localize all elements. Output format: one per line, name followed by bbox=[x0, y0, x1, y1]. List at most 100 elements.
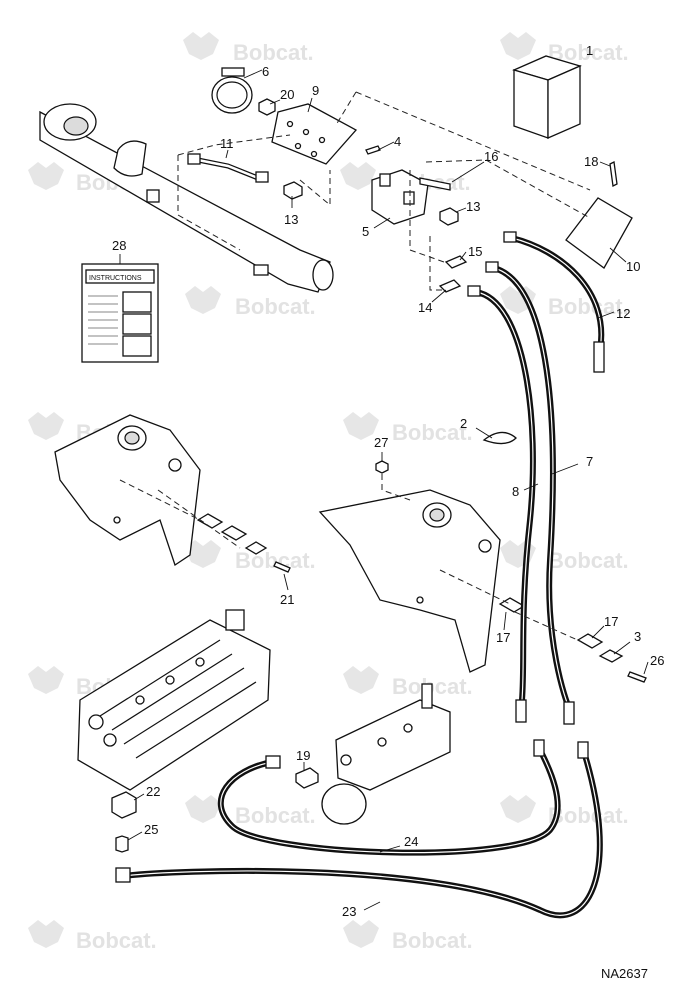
watermark-text: Bobcat. bbox=[235, 548, 316, 573]
cylinder-rod-eye bbox=[312, 259, 334, 291]
dashed-line bbox=[157, 489, 241, 549]
plate-hole bbox=[318, 136, 326, 144]
watermark-text: Bobcat. bbox=[235, 294, 316, 319]
callout-11: 11 bbox=[220, 136, 234, 151]
callout-19: 19 bbox=[296, 748, 310, 763]
leader-11 bbox=[225, 149, 229, 159]
watermark-text: Bobcat. bbox=[548, 294, 629, 319]
valve-port bbox=[88, 714, 104, 730]
watermark-text: Bobcat. bbox=[392, 420, 473, 445]
hose-guard-part-10 bbox=[565, 197, 633, 269]
leader-14 bbox=[431, 289, 447, 303]
leader-3 bbox=[613, 641, 631, 655]
watermark-text: Bobcat. bbox=[548, 548, 629, 573]
valve-port bbox=[165, 675, 175, 685]
hose-end-fitting bbox=[515, 699, 527, 723]
fitting-part-14 bbox=[438, 279, 462, 293]
leader-26 bbox=[643, 661, 649, 675]
dashed-line bbox=[381, 474, 411, 501]
leader-16 bbox=[451, 161, 485, 183]
bobcat-head-logo-icon bbox=[343, 666, 379, 694]
watermark-text: Bobcat. bbox=[392, 928, 473, 953]
nut-part-27 bbox=[375, 460, 389, 474]
bracket-hole-small bbox=[113, 516, 121, 524]
kit-box-part-1 bbox=[512, 55, 582, 139]
clamp-plate bbox=[220, 525, 248, 541]
cable-tie-part-2 bbox=[482, 431, 517, 445]
leader-8 bbox=[523, 483, 539, 491]
callout-9: 9 bbox=[312, 83, 319, 98]
bobcat-head-logo-icon bbox=[28, 162, 64, 190]
boom-cylinder bbox=[39, 103, 334, 293]
manual-header bbox=[85, 269, 155, 284]
mounting-plate-part-9 bbox=[271, 103, 358, 165]
bolt-part-18 bbox=[609, 161, 618, 187]
clamp-part-17-upper bbox=[576, 633, 604, 649]
plate-hole bbox=[294, 142, 302, 150]
drawing-code: NA2637 bbox=[601, 966, 648, 981]
valve-block-part-5 bbox=[371, 169, 429, 225]
bracket-body bbox=[54, 414, 201, 567]
leader-2 bbox=[475, 427, 493, 439]
watermark-row6-mid: Bobcat. bbox=[343, 666, 473, 699]
left-boom-bracket bbox=[54, 414, 201, 567]
plate-hole bbox=[286, 120, 294, 128]
bracket-hole-small bbox=[416, 596, 424, 604]
hose-highlight bbox=[511, 237, 602, 351]
dashed-line bbox=[409, 170, 445, 263]
callout-5: 5 bbox=[362, 224, 369, 239]
callout-10: 10 bbox=[626, 259, 640, 274]
callout-25: 25 bbox=[144, 822, 158, 837]
watermark-row8-mid: Bobcat. bbox=[343, 920, 473, 953]
aux-valve-port bbox=[403, 723, 413, 733]
hose-end-fitting bbox=[115, 867, 131, 883]
leader-20 bbox=[269, 99, 281, 105]
main-control-valve bbox=[77, 609, 271, 791]
callout-numbers: 1 2 3 4 5 6 7 8 9 10 11 12 13 13 14 15 1… bbox=[112, 43, 664, 919]
leader-12 bbox=[597, 311, 615, 319]
watermark-row8-left: Bobcat. bbox=[28, 920, 157, 953]
callout-28: 28 bbox=[112, 238, 126, 253]
leader-lines bbox=[119, 69, 649, 911]
box-front bbox=[513, 69, 549, 139]
fitting-part-15 bbox=[444, 255, 468, 269]
hose-end-fitting bbox=[265, 755, 281, 769]
nut-part-20 bbox=[258, 98, 276, 116]
watermark-text: Bobcat. bbox=[548, 803, 629, 828]
cylinder-port-fitting bbox=[146, 189, 160, 203]
dashed-line bbox=[335, 91, 357, 126]
aux-valve-solenoid bbox=[421, 683, 433, 709]
tube-fitting bbox=[255, 171, 269, 183]
dashed-line bbox=[177, 155, 241, 251]
dashed-line bbox=[429, 236, 444, 291]
dashed-line bbox=[355, 91, 591, 191]
bobcat-head-logo-icon bbox=[343, 412, 379, 440]
callout-17-right: 17 bbox=[604, 614, 618, 629]
callout-24: 24 bbox=[404, 834, 418, 849]
clamp-part-17-lower bbox=[498, 597, 526, 613]
callout-15: 15 bbox=[468, 244, 482, 259]
watermark-row4-mid: Bobcat. bbox=[343, 412, 473, 445]
dashed-line bbox=[425, 159, 591, 219]
hose-highlight bbox=[475, 291, 534, 701]
watermark-text: Bobcat. bbox=[235, 803, 316, 828]
hose-end-fitting bbox=[577, 741, 589, 759]
bobcat-head-logo-icon bbox=[500, 795, 536, 823]
leader-7 bbox=[551, 463, 579, 475]
valve-bank-body bbox=[77, 619, 271, 791]
leader-17a bbox=[591, 625, 605, 639]
hose-end-fitting bbox=[485, 261, 499, 273]
watermark-top-left: Bobcat. bbox=[183, 32, 314, 65]
cylinder-body bbox=[39, 110, 331, 293]
hose-highlight bbox=[220, 749, 559, 854]
watermark-row3-left: Bobcat. bbox=[185, 286, 316, 319]
bracket-pin-bore bbox=[429, 508, 445, 522]
callout-3: 3 bbox=[634, 629, 641, 644]
bolt-part-26 bbox=[627, 671, 647, 683]
bobcat-head-logo-icon bbox=[500, 32, 536, 60]
leader-5 bbox=[373, 217, 391, 229]
hose-highlight bbox=[493, 267, 571, 711]
watermark-text: Bobcat. bbox=[233, 40, 314, 65]
bobcat-head-logo-icon bbox=[185, 795, 221, 823]
